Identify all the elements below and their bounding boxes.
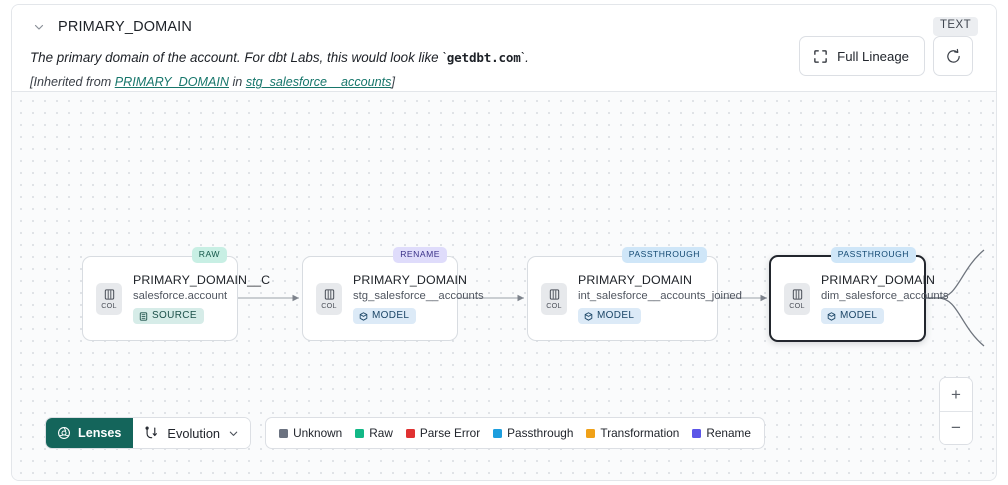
node-type-tag-label: SOURCE bbox=[152, 310, 197, 321]
cube-icon bbox=[584, 311, 593, 321]
column-icon: COL bbox=[316, 282, 342, 315]
legend-item[interactable]: Transformation bbox=[586, 426, 679, 440]
column-chip-label: COL bbox=[101, 300, 117, 310]
node-type-tag-label: MODEL bbox=[597, 310, 635, 321]
legend-item[interactable]: Parse Error bbox=[405, 426, 481, 440]
legend-item[interactable]: Passthrough bbox=[493, 426, 573, 440]
legend-swatch-rename bbox=[692, 428, 702, 438]
lineage-edges bbox=[237, 249, 985, 347]
column-icon: COL bbox=[784, 282, 810, 315]
node-table-name: int_salesforce__accounts_joined bbox=[578, 290, 742, 302]
lineage-node-stg-primary-domain[interactable]: RENAME COL PRIMARY_DOMAIN stg_salesforce… bbox=[302, 247, 484, 341]
legend-swatch-unknown bbox=[279, 428, 289, 438]
legend-swatch-passthrough bbox=[493, 428, 503, 438]
column-chip-label: COL bbox=[546, 300, 562, 310]
lineage-legend: Unknown Raw Parse Error Passthrough Tran… bbox=[265, 417, 765, 449]
refresh-icon bbox=[946, 48, 960, 63]
inherited-from-note: [Inherited from PRIMARY_DOMAIN in stg_sa… bbox=[30, 74, 978, 90]
zoom-in-button[interactable]: + bbox=[940, 378, 972, 411]
node-column-name: PRIMARY_DOMAIN bbox=[353, 273, 468, 287]
legend-label: Raw bbox=[369, 426, 393, 440]
inherited-suffix: ] bbox=[391, 75, 395, 90]
legend-swatch-raw bbox=[355, 428, 365, 438]
node-body: PRIMARY_DOMAIN stg_salesforce__accounts … bbox=[342, 273, 496, 324]
node-badge-passthrough: PASSTHROUGH bbox=[621, 247, 707, 263]
legend-label: Transformation bbox=[600, 426, 680, 440]
node-table-name: stg_salesforce__accounts bbox=[353, 290, 484, 302]
node-body: PRIMARY_DOMAIN__C salesforce.account SOU… bbox=[122, 273, 282, 324]
lineage-node-int-primary-domain[interactable]: PASSTHROUGH COL PRIMARY_DOMAIN int_sales… bbox=[527, 247, 742, 341]
node-body: PRIMARY_DOMAIN dim_salesforce_accounts M… bbox=[810, 273, 960, 324]
canvas-top-controls: Full Lineage bbox=[799, 36, 973, 76]
page-title: PRIMARY_DOMAIN bbox=[58, 19, 192, 35]
cube-icon bbox=[359, 311, 368, 321]
inherited-column-link[interactable]: PRIMARY_DOMAIN bbox=[114, 75, 229, 90]
legend-label: Rename bbox=[706, 426, 751, 440]
full-lineage-label: Full Lineage bbox=[837, 48, 909, 64]
node-type-tag-model: MODEL bbox=[578, 308, 642, 324]
inherited-mid: in bbox=[229, 75, 246, 90]
source-table-icon bbox=[139, 311, 148, 321]
zoom-controls: + − bbox=[939, 377, 973, 445]
description-code: getdbt.com bbox=[446, 50, 521, 65]
inherited-table-link[interactable]: stg_salesforce__accounts bbox=[245, 75, 392, 90]
node-type-tag-model: MODEL bbox=[821, 308, 885, 324]
legend-swatch-parse-error bbox=[405, 428, 415, 438]
node-type-tag-source: SOURCE bbox=[133, 308, 204, 324]
legend-item[interactable]: Unknown bbox=[279, 426, 342, 440]
column-icon: COL bbox=[96, 282, 122, 315]
node-badge-raw: RAW bbox=[191, 247, 227, 263]
column-description: The primary domain of the account. For d… bbox=[30, 49, 978, 66]
node-type-tag-model: MODEL bbox=[353, 308, 417, 324]
chevron-down-icon bbox=[229, 431, 238, 436]
description-suffix: `. bbox=[520, 50, 529, 65]
legend-item[interactable]: Rename bbox=[692, 426, 751, 440]
edge-4-out-lower bbox=[926, 297, 985, 347]
node-badge-passthrough: PASSTHROUGH bbox=[830, 247, 916, 263]
lens-control-group: Lenses Evolution bbox=[45, 417, 252, 449]
status-badge: TEXT bbox=[933, 17, 978, 36]
lenses-button[interactable]: Lenses bbox=[46, 418, 134, 448]
cube-icon bbox=[827, 311, 836, 321]
lens-icon bbox=[58, 427, 70, 439]
title-row: PRIMARY_DOMAIN bbox=[30, 15, 978, 39]
lenses-label: Lenses bbox=[78, 426, 122, 440]
node-type-tag-label: MODEL bbox=[372, 310, 410, 321]
node-column-name: PRIMARY_DOMAIN bbox=[578, 273, 693, 287]
node-column-name: PRIMARY_DOMAIN bbox=[821, 273, 936, 287]
node-table-name: dim_salesforce_accounts bbox=[821, 290, 949, 302]
lineage-canvas[interactable]: RAW COL PRIMARY_DOMAIN__C salesforce.acc… bbox=[12, 91, 996, 480]
evolution-label: Evolution bbox=[167, 425, 221, 441]
node-column-name: PRIMARY_DOMAIN__C bbox=[133, 273, 271, 287]
column-detail-card: PRIMARY_DOMAIN TEXT The primary domain o… bbox=[11, 4, 997, 481]
lineage-node-primary-domain-c[interactable]: RAW COL PRIMARY_DOMAIN__C salesforce.acc… bbox=[82, 247, 270, 341]
zoom-out-button[interactable]: − bbox=[940, 411, 972, 444]
full-lineage-button[interactable]: Full Lineage bbox=[799, 36, 925, 76]
node-type-tag-label: MODEL bbox=[840, 310, 878, 321]
node-badge-rename: RENAME bbox=[393, 247, 447, 263]
column-chip-label: COL bbox=[789, 300, 805, 310]
column-chip-label: COL bbox=[321, 300, 337, 310]
node-table-name: salesforce.account bbox=[133, 290, 228, 302]
node-body: PRIMARY_DOMAIN int_salesforce__accounts_… bbox=[567, 273, 754, 324]
expand-icon bbox=[814, 49, 827, 63]
refresh-button[interactable] bbox=[933, 36, 973, 76]
inherited-prefix: [Inherited from bbox=[30, 75, 115, 90]
legend-label: Passthrough bbox=[507, 426, 574, 440]
chevron-down-icon[interactable] bbox=[30, 18, 48, 36]
canvas-bottom-toolbar: Lenses Evolution bbox=[45, 417, 765, 449]
lineage-node-dim-primary-domain-selected[interactable]: PASSTHROUGH COL PRIMARY_DOMAIN dim_sales… bbox=[769, 247, 948, 342]
evolution-dropdown[interactable]: Evolution bbox=[133, 418, 251, 448]
legend-label: Unknown bbox=[293, 426, 343, 440]
column-icon: COL bbox=[541, 282, 567, 315]
legend-label: Parse Error bbox=[419, 426, 481, 440]
evolution-icon bbox=[145, 425, 158, 438]
description-prefix: The primary domain of the account. For d… bbox=[30, 50, 447, 65]
legend-item[interactable]: Raw bbox=[355, 426, 393, 440]
legend-swatch-transformation bbox=[586, 428, 596, 438]
